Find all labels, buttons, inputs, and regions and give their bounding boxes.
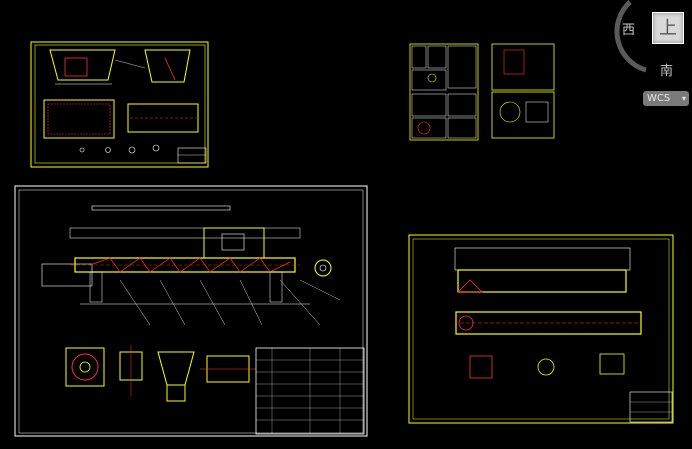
- chevron-down-icon: ▾: [681, 94, 686, 103]
- viewcube-top-face[interactable]: 上: [652, 12, 684, 44]
- viewcube-west-label[interactable]: 西: [622, 23, 636, 38]
- drawing-sheet-grid-top-middle[interactable]: [409, 43, 555, 141]
- viewcube-south-label[interactable]: 南: [660, 64, 674, 79]
- drawing-sheet-main-assembly[interactable]: [14, 185, 368, 437]
- wcs-label: WCS: [647, 93, 671, 104]
- viewcube-ring-icon[interactable]: [614, 0, 647, 73]
- drawing-sheet-top-left[interactable]: [30, 41, 209, 168]
- wcs-dropdown[interactable]: WCS ▾: [643, 91, 689, 106]
- drawing-sheet-right[interactable]: [408, 234, 674, 424]
